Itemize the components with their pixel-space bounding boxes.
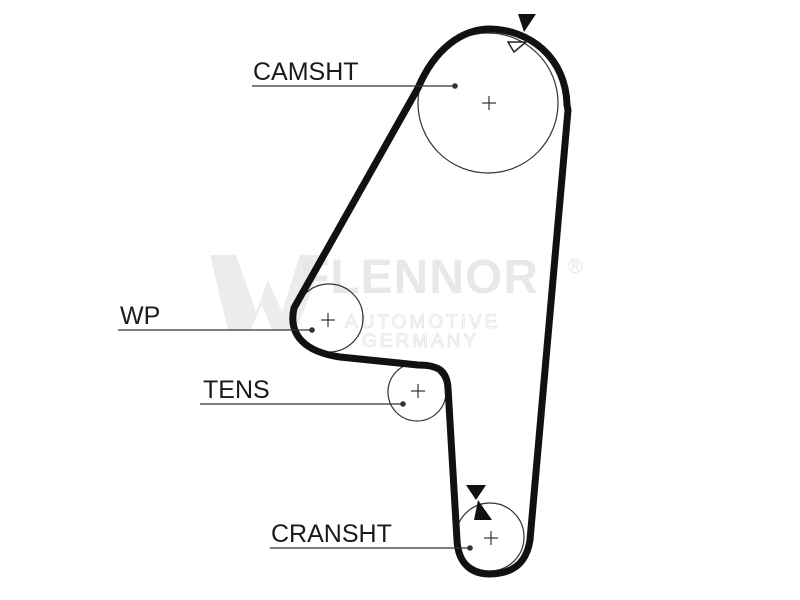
tensioner-label: TENS <box>203 376 270 404</box>
tensioner-leader-dot <box>400 401 406 407</box>
crankshaft-leader-dot <box>467 545 473 551</box>
camshaft-center-mark <box>482 96 496 110</box>
watermark-registered-mark: ® <box>568 256 583 278</box>
crankshaft-timing-arrow-icon <box>466 485 486 500</box>
watermark-line1: AUTOMOTIVE <box>345 312 500 333</box>
tensioner-center-mark <box>411 384 425 398</box>
water-pump-leader-dot <box>309 327 315 333</box>
timing-belt <box>289 25 572 578</box>
water-pump-label: WP <box>120 302 160 330</box>
crankshaft-center-mark <box>484 531 498 545</box>
crankshaft-reference-triangle-icon <box>474 500 492 520</box>
camshaft-reference-triangle-icon <box>506 41 529 54</box>
watermark-brand: FLENNOR <box>300 251 539 304</box>
crankshaft-label: CRANSHT <box>271 520 392 548</box>
camshaft-leader-dot <box>452 83 458 89</box>
watermark-line2: GERMANY <box>362 331 479 352</box>
camshaft-pulley <box>417 32 559 174</box>
watermark: FLENNOR ® AUTOMOTIVE GERMANY <box>210 251 583 352</box>
watermark-logo-icon <box>210 255 326 330</box>
camshaft-timing-mark <box>506 14 536 54</box>
water-pump-center-mark <box>321 313 335 327</box>
crankshaft-timing-mark <box>466 485 492 520</box>
camshaft-label: CAMSHT <box>253 58 359 86</box>
camshaft-timing-arrow-icon <box>518 14 536 32</box>
